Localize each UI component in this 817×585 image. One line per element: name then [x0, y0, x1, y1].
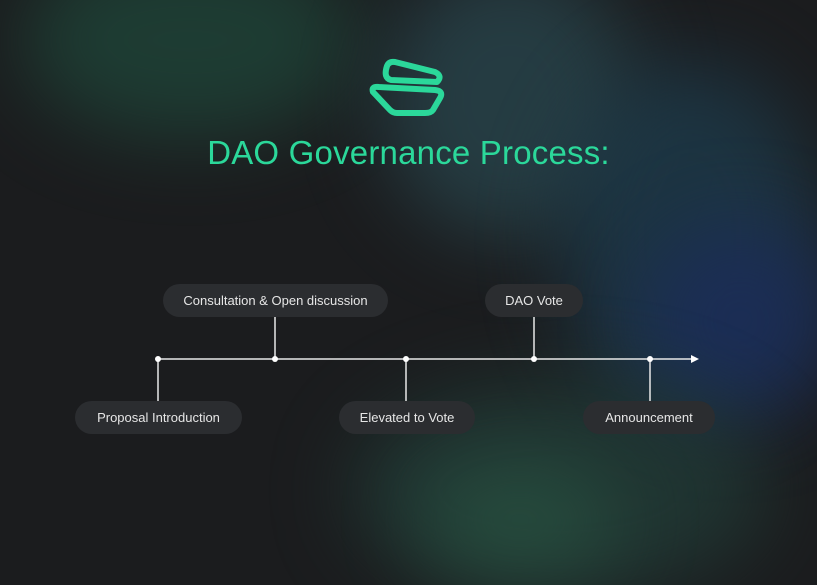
step-announcement: Announcement — [583, 401, 715, 434]
step-consultation: Consultation & Open discussion — [163, 284, 388, 317]
step-proposal-introduction: Proposal Introduction — [75, 401, 242, 434]
logo-icon — [369, 58, 445, 116]
step-elevated-to-vote: Elevated to Vote — [339, 401, 475, 434]
step-dao-vote: DAO Vote — [485, 284, 583, 317]
page-title: DAO Governance Process: — [207, 134, 610, 171]
